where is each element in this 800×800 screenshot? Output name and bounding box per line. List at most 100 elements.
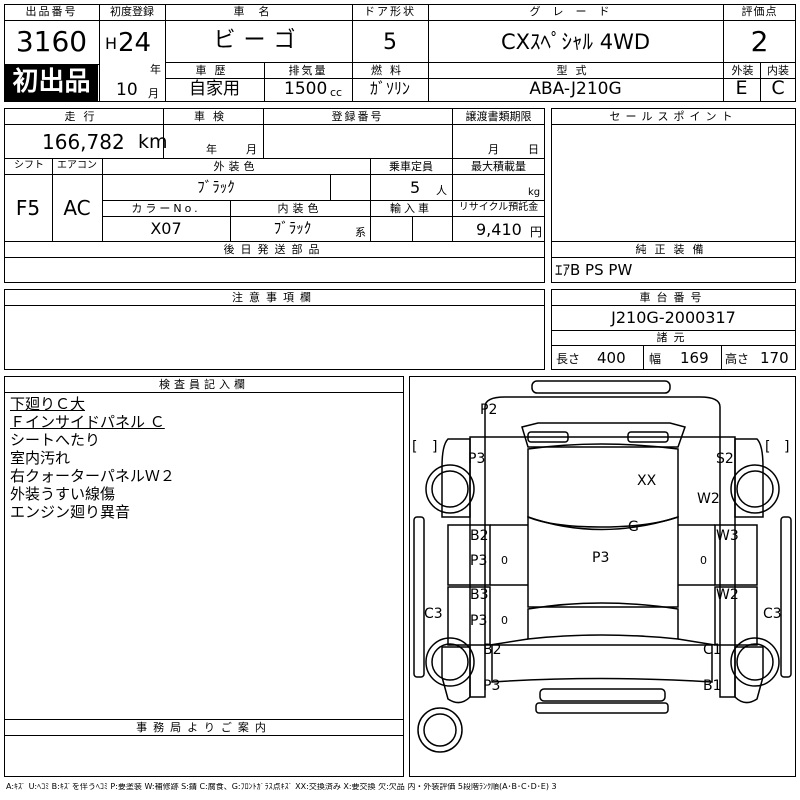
inspection-month-unit: 月 [246, 143, 257, 156]
int-color-unit: 系 [355, 226, 366, 239]
note-line: シートへたり [10, 431, 101, 449]
displacement-label: 排気量 [288, 64, 328, 77]
first-listing-text: 初出品 [12, 67, 91, 97]
reg-month: 10 [116, 80, 138, 100]
recycle-label: リサイクル預託金 [458, 202, 539, 213]
grade-label: グレード [529, 5, 622, 18]
specs-label: 諸元 [656, 331, 691, 344]
lot-number: 3160 [15, 25, 88, 58]
interior-label: 内装 [767, 64, 789, 77]
era: H [105, 34, 118, 53]
office-label: 事務局よりご案内 [136, 721, 272, 734]
mark-left-front-door-2: P3 [470, 553, 487, 569]
height-label: 高さ [725, 352, 750, 366]
exterior-label: 外装 [731, 64, 754, 77]
later-parts-label: 後日発送部品 [223, 243, 326, 256]
equipment-value: ｴｱB PS PW [555, 261, 633, 279]
inspector-block [4, 376, 404, 777]
color-no-label: カラーNo. [131, 202, 201, 215]
displacement-unit: cc [330, 86, 343, 99]
car-diagram-svg: [ ] [ ] P2 P3 XX S2 W2 B2 P3 G W3 P3 B3 … [412, 380, 792, 753]
mileage-unit: km [138, 131, 168, 153]
recycle-fee: 9,410 [476, 220, 522, 239]
shift-label: シフト [14, 160, 44, 171]
note-line: 外装うすい線傷 [10, 485, 116, 503]
car-name-label: 車名 [233, 5, 284, 18]
import-label: 輸入車 [390, 202, 432, 215]
equipment-label: 純正装備 [635, 243, 712, 256]
year-unit: 年 [150, 63, 161, 76]
mark-right-fender: S2 [716, 451, 734, 467]
bracket-left-front-close: ] [432, 439, 437, 455]
inspector-label: 検査員記入欄 [159, 378, 249, 391]
mark-roof: XX [637, 473, 657, 489]
int-color-label: 内装色 [277, 202, 323, 215]
bracket-right-front-close: ] [784, 439, 789, 455]
lot-label: 出品番号 [25, 5, 78, 18]
mileage-value: 166,782 [42, 130, 125, 154]
mark-right-rear: B1 [703, 678, 722, 694]
caution-label: 注意事項欄 [232, 291, 317, 304]
fuel-value: ｶﾞｿﾘﾝ [369, 79, 410, 98]
length-label: 長さ [556, 352, 581, 366]
mark-cabin: P3 [592, 550, 609, 566]
car-name: ビーゴ [213, 28, 304, 53]
transfer-label: 譲渡書類期限 [465, 110, 532, 123]
inspector-notes: 下廻りＣ大 Ｆインサイドパネル Ｃ シートへたり 室内汚れ 右クォーターパネルＷ… [10, 395, 400, 521]
mark-left-front-door: B2 [470, 528, 489, 544]
history-label: 車歴 [195, 64, 234, 77]
ac-value: AC [63, 196, 91, 220]
chassis-value: J210G-2000317 [611, 308, 736, 327]
door-label: ドア形状 [364, 5, 416, 18]
history-value: 自家用 [189, 79, 240, 99]
mark-right-rear-door: W2 [716, 587, 739, 603]
damage-diagram: [ ] [ ] P2 P3 XX S2 W2 B2 P3 G W3 P3 B3 … [409, 376, 796, 777]
bracket-left-front-open: [ [412, 439, 417, 455]
int-color-value: ﾌﾞﾗｯｸ [273, 219, 312, 237]
mark-zero-1: 0 [501, 554, 508, 567]
shift-value: F5 [15, 196, 41, 220]
recycle-unit: 円 [530, 225, 543, 239]
mark-zero-3: 0 [700, 554, 707, 567]
inspection-year-unit: 年 [206, 143, 217, 156]
note-line: 室内汚れ [10, 449, 71, 467]
month-unit: 月 [148, 87, 159, 100]
inspection-label: 車検 [194, 110, 232, 123]
color-no-value: X07 [150, 219, 182, 238]
mark-left-fender: P3 [468, 451, 485, 467]
mark-left-sill: C3 [424, 606, 443, 622]
mileage-label: 走行 [64, 110, 103, 123]
length-value: 400 [597, 349, 626, 367]
reg-year: 24 [118, 28, 152, 58]
model-value: ABA-J210G [529, 79, 622, 99]
height-value: 170 [760, 349, 789, 367]
mark-right-quarter: C1 [703, 642, 722, 658]
model-label: 型式 [556, 64, 595, 77]
mark-left-rear-door: B3 [470, 587, 489, 603]
ext-color-label: 外装色 [213, 160, 259, 173]
first-listing-badge [5, 65, 98, 101]
top-section [4, 4, 796, 102]
first-reg-label: 初度登録 [110, 5, 154, 18]
vehicle-info-block [4, 108, 545, 283]
score-value: 2 [750, 25, 769, 58]
capacity-label: 乗車定員 [389, 160, 433, 173]
sales-points-label: セールスポイント [609, 110, 738, 123]
chassis-label: 車台番号 [639, 291, 708, 304]
sales-points-block [551, 108, 796, 283]
chassis-block [551, 289, 796, 370]
mark-left-rear: P3 [483, 678, 500, 694]
exterior-grade: E [735, 77, 748, 99]
max-load-label: 最大積載量 [471, 160, 526, 173]
transfer-day-unit: 日 [528, 143, 539, 156]
mark-left-rear-door-2: P3 [470, 613, 487, 629]
caution-block [4, 289, 545, 370]
note-line: 下廻りＣ大 [10, 395, 86, 413]
displacement-value: 1500 [284, 79, 328, 99]
mark-glass: G [628, 519, 639, 535]
capacity-unit: 人 [436, 184, 447, 197]
mark-right-front: W2 [697, 491, 720, 507]
note-line: エンジン廻り異音 [10, 503, 131, 521]
reg-number-label: 登録番号 [331, 110, 384, 123]
width-label: 幅 [649, 352, 662, 366]
